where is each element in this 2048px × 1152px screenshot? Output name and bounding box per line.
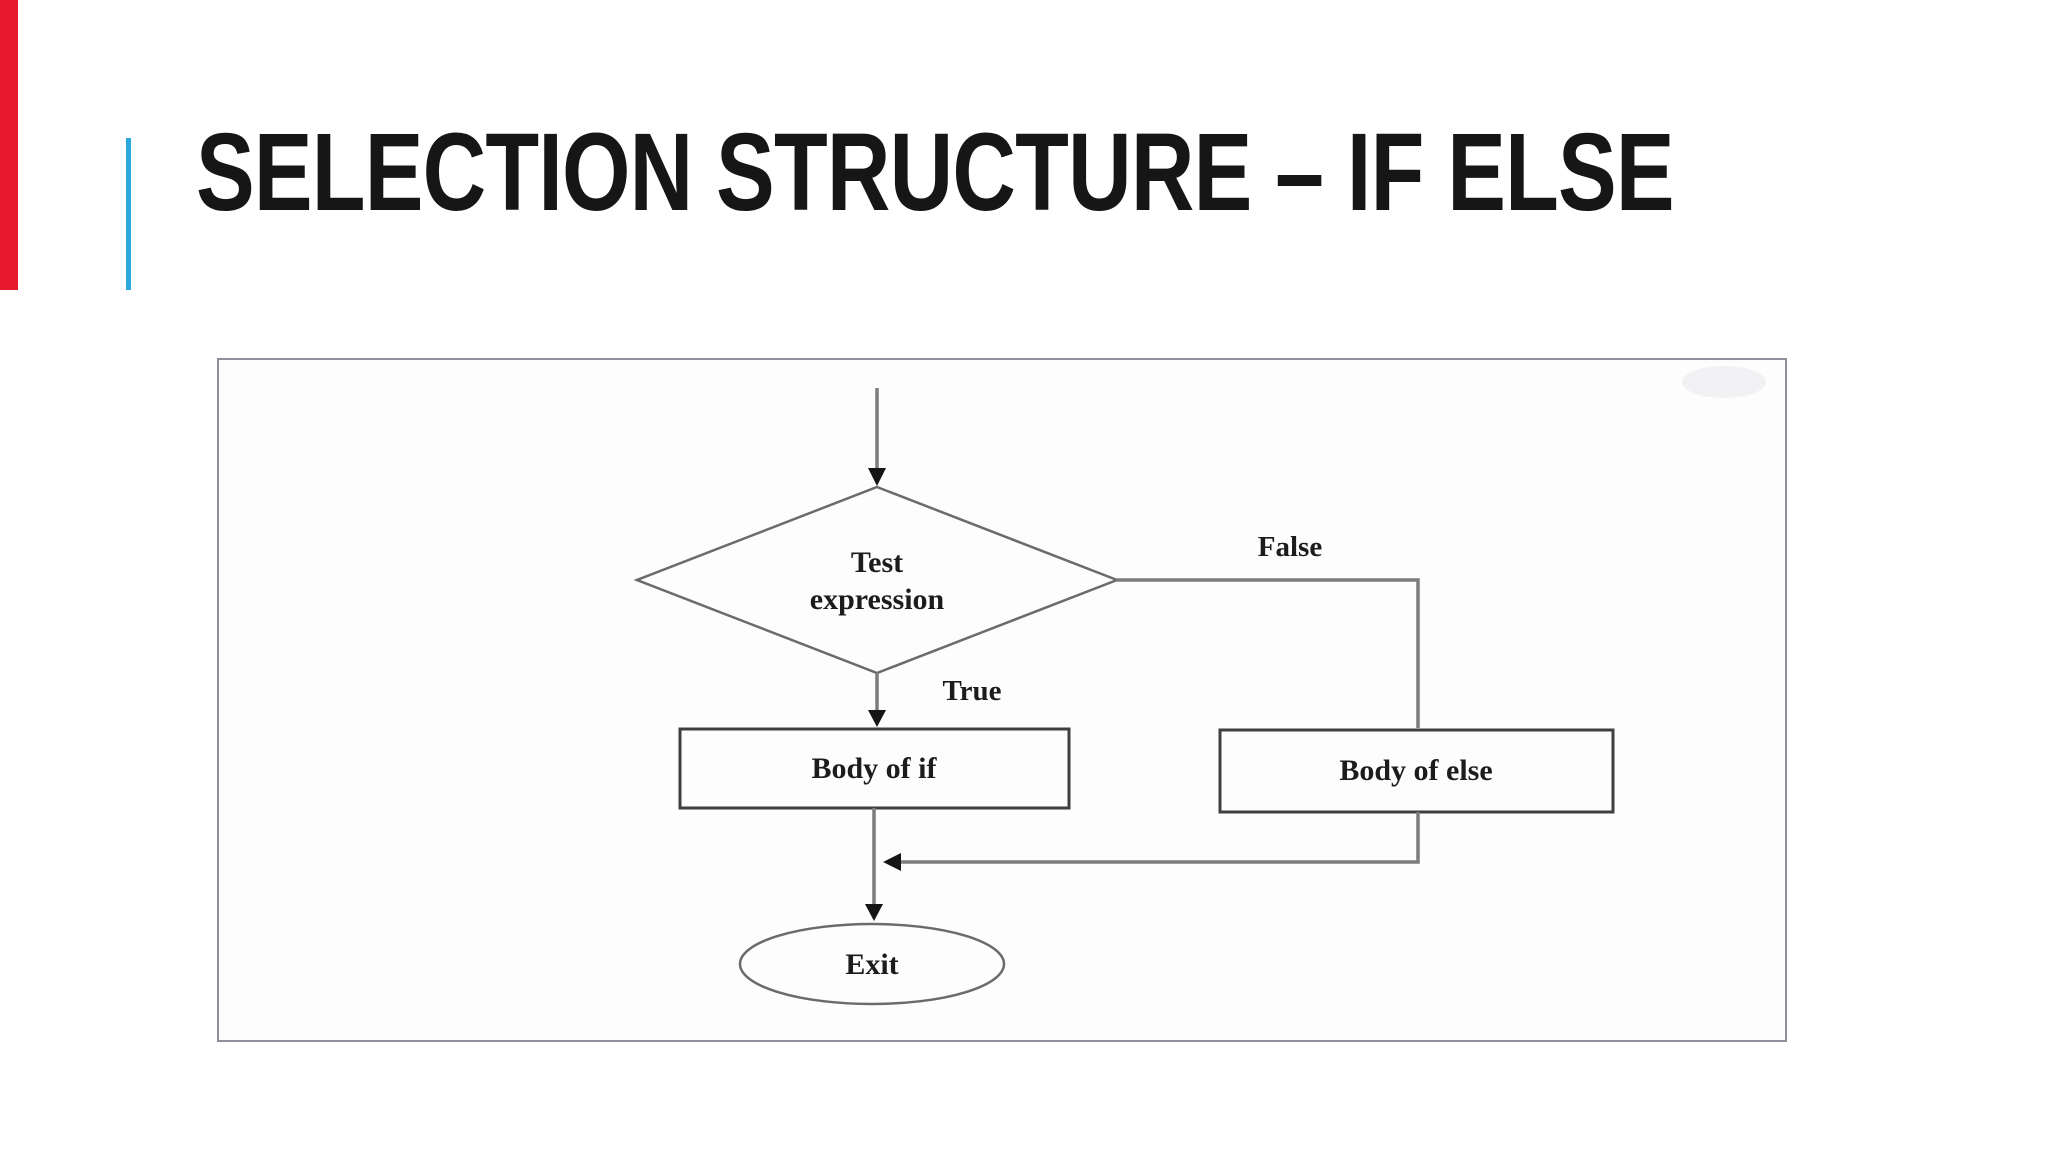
exit-label: Exit — [845, 948, 898, 981]
else-body-box — [1218, 728, 1615, 814]
decision-label-line2: expression — [810, 583, 945, 616]
scan-artifact-smudge — [1682, 366, 1766, 398]
blue-accent-line — [126, 138, 131, 290]
merge-arrowhead-icon — [883, 853, 901, 871]
decision-label-line1: Test — [851, 546, 903, 579]
exit-arrowhead-icon — [865, 904, 883, 921]
false-branch-label: False — [1258, 531, 1323, 563]
if-body-box — [678, 727, 1071, 810]
entry-arrowhead-icon — [868, 468, 886, 486]
flowchart-canvas: Test expression False True Body of if Bo… — [633, 366, 1766, 1006]
else-body-label: Body of else — [1339, 754, 1492, 787]
else-return-line — [901, 812, 1420, 864]
red-accent-bar — [0, 0, 18, 290]
true-arrowhead-icon — [868, 710, 886, 727]
false-branch-line — [1117, 578, 1420, 728]
if-body-label: Body of if — [811, 752, 937, 785]
exit-terminator — [738, 922, 1006, 1006]
flowchart-figure: Test expression False True Body of if Bo… — [217, 358, 1787, 1042]
slide-title: SELECTION STRUCTURE – IF ELSE — [196, 118, 2043, 228]
decision-diamond — [633, 485, 1121, 675]
true-branch-label: True — [942, 675, 1001, 707]
slide-title-text: SELECTION STRUCTURE – IF ELSE — [196, 111, 1675, 234]
